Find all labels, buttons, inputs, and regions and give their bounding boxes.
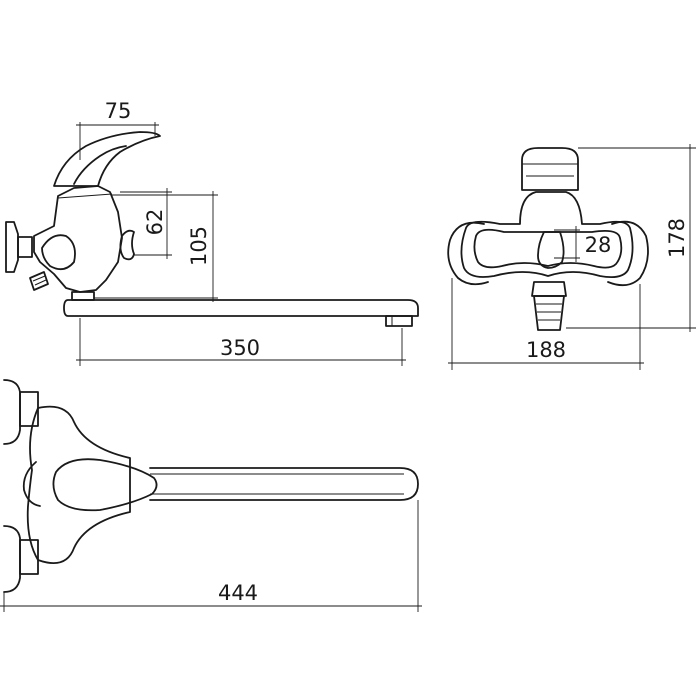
front-view: 28 178 188 [447,144,696,370]
dim-62: 62 [120,188,172,259]
front-inner-outline [473,228,623,269]
label-62: 62 [143,209,167,236]
side-lever-handle [53,131,161,187]
side-eccentric-nut [29,271,49,291]
label-105: 105 [187,226,211,266]
label-75: 75 [105,99,132,123]
front-left-flange [447,221,489,286]
top-view: 444 [0,379,422,612]
label-178: 178 [665,218,689,258]
top-upper-connector [3,379,39,445]
top-valve-body [26,405,131,564]
label-444: 444 [218,581,258,605]
dim-28: 28 [554,226,611,262]
side-valve-body [33,185,123,293]
dim-75: 75 [76,99,159,160]
dim-178: 178 [566,144,696,332]
front-valve-body [460,191,634,279]
label-28: 28 [585,233,612,257]
front-handle [537,231,565,269]
label-350: 350 [220,336,260,360]
dim-350: 350 [76,318,406,366]
dim-105: 105 [94,191,218,302]
top-spout [149,467,419,501]
top-lever-handle [52,458,158,512]
front-right-flange [607,220,649,287]
top-lower-connector [3,525,39,593]
dim-444: 444 [0,500,422,612]
side-view: 75 62 105 350 [5,99,419,366]
front-top-cap [521,147,579,191]
side-small-lever [119,229,135,261]
dim-188: 188 [448,278,644,370]
front-swivel [531,281,567,331]
top-body-bulge [22,461,41,507]
side-spout [63,291,419,327]
side-wall-flange [5,221,33,273]
label-188: 188 [526,338,566,362]
